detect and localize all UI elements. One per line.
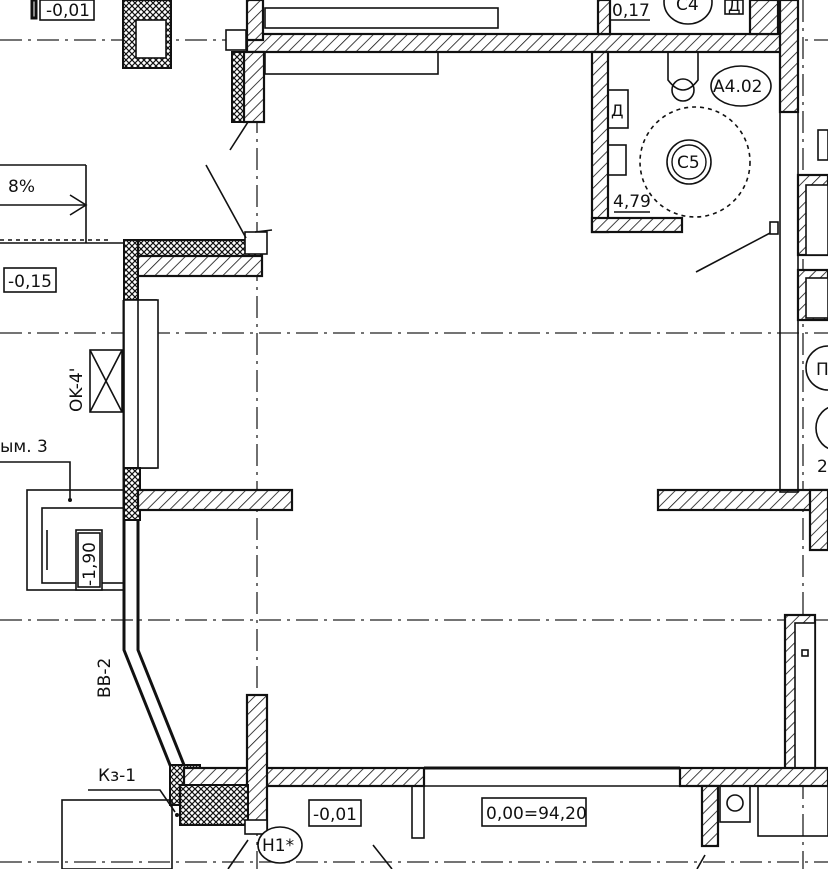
- bottom-wall: [169, 693, 828, 869]
- bathroom-block: [590, 50, 779, 273]
- room-tag-a402: A4.02: [713, 77, 762, 97]
- level-top-left: -0,01: [46, 1, 90, 21]
- note-left: ым. 3: [0, 437, 48, 457]
- top-wall: [245, 0, 800, 114]
- room-tag-a402-outline: [710, 65, 772, 107]
- room-tag-p-outline: [805, 345, 828, 391]
- level-box-bottom-abs: [481, 797, 587, 827]
- level-box-left-mid: [3, 267, 57, 293]
- right-side: [779, 111, 828, 772]
- left-wall: [0, 164, 268, 791]
- left-external: [0, 349, 179, 869]
- room-tag-p: П: [816, 360, 828, 380]
- room-tag-c5: C5: [677, 153, 700, 173]
- door-swing-top-left: [205, 121, 273, 239]
- window-mark: OK-4': [67, 368, 87, 412]
- level-box-top-left: [39, 0, 95, 21]
- door-letter-bath: Д: [611, 101, 624, 120]
- pit-level: -1,90: [80, 542, 100, 586]
- partial-num-right: 2: [817, 457, 828, 477]
- level-box-bottom-mid: [308, 799, 362, 827]
- bath-area: 4,79: [613, 192, 651, 212]
- vent-mark: BB-2: [95, 658, 115, 698]
- level-bottom-mid: -0,01: [313, 805, 357, 825]
- level-bottom-abs: 0,00=94,20: [486, 804, 587, 824]
- mid-partitions: [136, 488, 828, 552]
- level-top-mid: 0,17: [612, 1, 650, 21]
- room-tag-c5-outline: [666, 139, 712, 185]
- partial-circle-right: [815, 406, 828, 450]
- pit-level-inner: [77, 532, 101, 588]
- upper-left-wall: [30, 0, 266, 124]
- room-tag-h1: H1*: [262, 836, 294, 856]
- slope-label: 8%: [8, 177, 35, 197]
- room-tag-c4-outline: [663, 0, 713, 25]
- door-letter-top: Д: [728, 0, 741, 15]
- slope-arrow: [0, 194, 88, 216]
- room-tag-h1-outline: [257, 826, 303, 864]
- detail-mark: Кз-1: [98, 766, 136, 786]
- level-left-mid: -0,15: [8, 272, 52, 292]
- room-tag-c4: C4: [676, 0, 699, 15]
